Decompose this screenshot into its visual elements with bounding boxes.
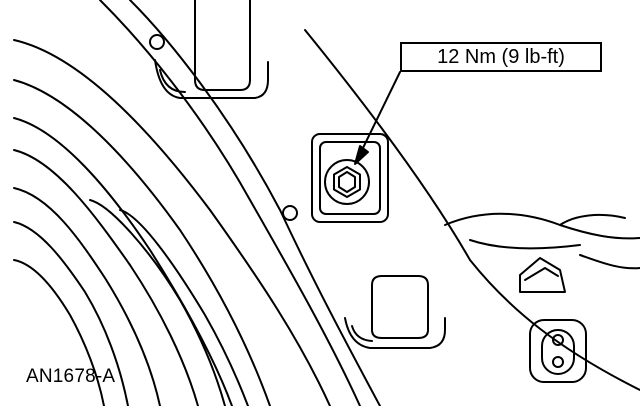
lower-tab <box>344 275 446 349</box>
grommet-bracket <box>529 319 587 383</box>
torque-callout-text: 12 Nm (9 lb-ft) <box>437 45 565 68</box>
connector-hardware <box>444 212 640 293</box>
body-panel-contours <box>13 0 381 406</box>
panel-edge <box>304 29 640 391</box>
torque-callout: 12 Nm (9 lb-ft) <box>400 42 602 72</box>
callout-arrow <box>354 71 401 165</box>
upper-bracket <box>149 0 269 99</box>
figure-id: AN1678-A <box>26 366 116 387</box>
bolt-washer <box>324 159 370 205</box>
bolt-head <box>333 166 361 198</box>
upper-hole <box>149 34 165 50</box>
small-hole <box>282 205 298 221</box>
bolt-bracket <box>282 133 389 223</box>
